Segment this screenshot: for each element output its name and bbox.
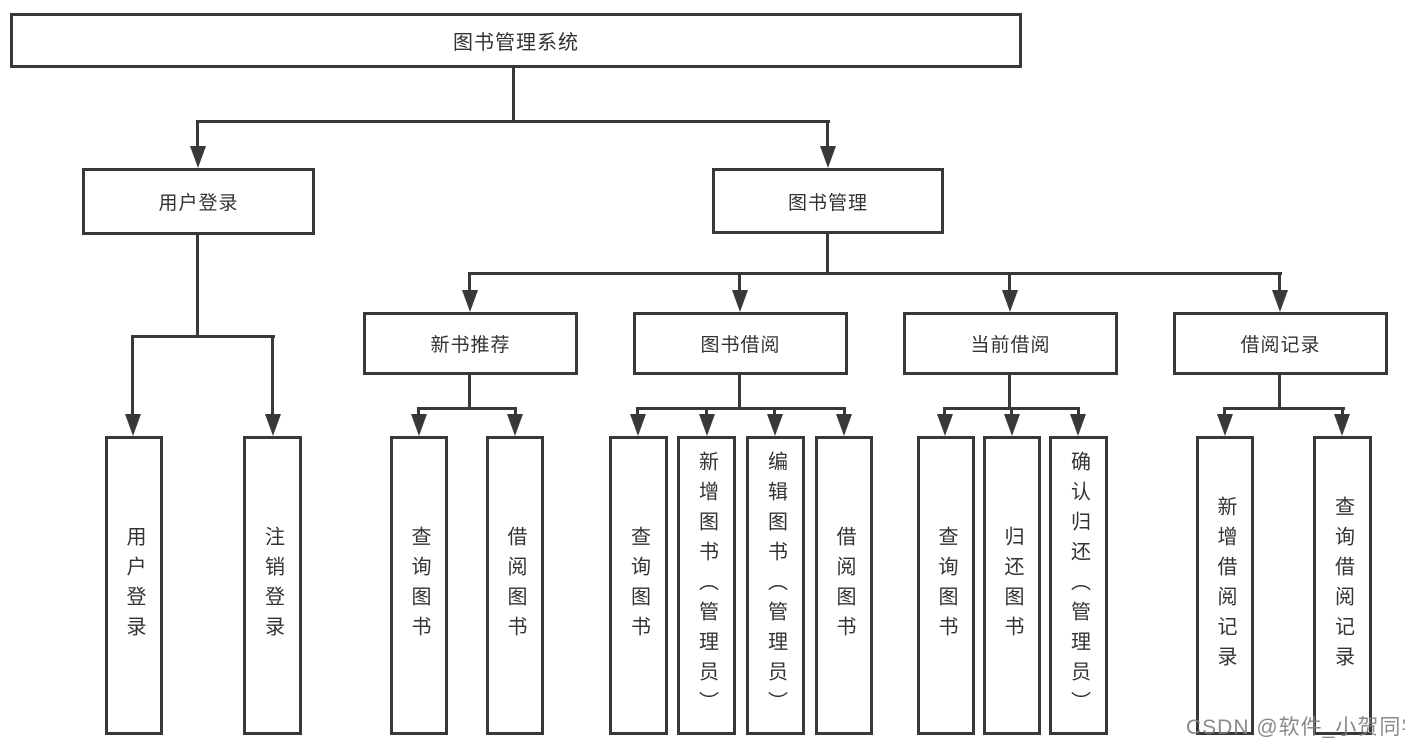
arrow-down-icon (190, 146, 206, 168)
connector-to-book-borrow (738, 272, 741, 292)
arrow-down-icon (767, 414, 783, 436)
arrow-down-icon (937, 414, 953, 436)
node-label: 当前借阅 (970, 335, 1051, 356)
connector-leaf (417, 407, 420, 416)
leaf-borrow-books: 借阅图书 (815, 436, 873, 735)
connector-to-user-login (196, 120, 199, 148)
arrow-down-icon (462, 290, 478, 312)
connector-to-leaf-logout (271, 335, 274, 416)
leaf-edit-books-admin: 编辑图书（管理员） (746, 436, 805, 735)
node-library-management-system: 图书管理系统 (10, 13, 1022, 68)
leaf-confirm-return-admin: 确认归还（管理员） (1049, 436, 1108, 735)
node-user-login: 用户登录 (82, 168, 315, 235)
leaf-query-books-recommend: 查询图书 (390, 436, 448, 735)
arrow-down-icon (1217, 414, 1233, 436)
connector-to-borrow-records (1278, 272, 1281, 292)
arrow-down-icon (1002, 290, 1018, 312)
leaf-query-books-current: 查询图书 (917, 436, 975, 735)
leaf-return-books: 归还图书 (983, 436, 1041, 735)
connector-leaf (1010, 407, 1013, 416)
arrow-down-icon (1070, 414, 1086, 436)
leaf-label: 注销登录 (261, 525, 284, 646)
connector-book-mgmt-stem (826, 234, 829, 272)
node-label: 借阅记录 (1240, 335, 1321, 356)
connector-branch-records (1223, 407, 1345, 410)
node-book-management: 图书管理 (712, 168, 944, 234)
connector-leaf (705, 407, 708, 416)
leaf-label: 查询图书 (935, 525, 957, 646)
connector-to-book-management (826, 120, 829, 148)
leaf-label: 编辑图书（管理员） (764, 450, 787, 721)
leaf-query-borrow-record: 查询借阅记录 (1313, 436, 1372, 735)
connector-to-current-borrow (1008, 272, 1011, 292)
arrow-down-icon (507, 414, 523, 436)
leaf-borrow-books-recommend: 借阅图书 (486, 436, 544, 735)
arrow-down-icon (411, 414, 427, 436)
leaf-label: 查询图书 (408, 525, 430, 646)
arrow-down-icon (1334, 414, 1350, 436)
connector-book-borrow-stem (738, 375, 741, 407)
connector-level2-branch (197, 120, 830, 123)
node-label: 图书管理 (787, 192, 868, 214)
leaf-label: 查询图书 (627, 525, 650, 646)
connector-leaf (943, 407, 946, 416)
connector-branch-book-borrow (636, 407, 846, 410)
connector-leaf (773, 407, 776, 416)
arrow-down-icon (699, 414, 715, 436)
node-borrowing-records: 借阅记录 (1173, 312, 1388, 375)
arrow-down-icon (265, 414, 281, 436)
connector-to-new-book-rec (468, 272, 471, 292)
node-current-borrowing: 当前借阅 (903, 312, 1118, 375)
leaf-user-login: 用户登录 (105, 436, 163, 735)
leaf-label: 用户登录 (123, 525, 145, 646)
leaf-logout: 注销登录 (243, 436, 302, 735)
connector-root-stem (512, 68, 515, 120)
connector-new-rec-stem (468, 375, 471, 407)
connector-level3-branch (468, 272, 1282, 275)
arrow-down-icon (836, 414, 852, 436)
connector-borrow-records-stem (1278, 375, 1281, 407)
connector-leaf (1077, 407, 1080, 416)
node-label: 新书推荐 (430, 335, 511, 356)
arrow-down-icon (630, 414, 646, 436)
leaf-label: 归还图书 (1001, 525, 1023, 646)
connector-leaf (1341, 407, 1344, 416)
arrow-down-icon (125, 414, 141, 436)
node-label: 图书借阅 (700, 335, 781, 356)
leaf-label: 查询借阅记录 (1331, 495, 1354, 676)
node-book-borrowing: 图书借阅 (633, 312, 848, 375)
leaf-label: 新增图书（管理员） (695, 450, 718, 721)
node-label: 用户登录 (158, 193, 239, 214)
arrow-down-icon (1272, 290, 1288, 312)
connector-leaf (1223, 407, 1226, 416)
connector-leaf (636, 407, 639, 416)
leaf-query-books-borrow: 查询图书 (609, 436, 668, 735)
connector-leaf (514, 407, 517, 416)
connector-leaf (843, 407, 846, 416)
leaf-label: 确认归还（管理员） (1067, 450, 1090, 721)
leaf-label: 借阅图书 (833, 525, 855, 646)
connector-to-leaf-user-login (131, 335, 134, 416)
arrow-down-icon (820, 146, 836, 168)
connector-user-login-stem (196, 235, 199, 335)
connector-user-login-branch (131, 335, 275, 338)
node-label: 图书管理系统 (453, 32, 579, 54)
leaf-label: 借阅图书 (504, 525, 526, 646)
arrow-down-icon (1004, 414, 1020, 436)
node-new-book-recommendation: 新书推荐 (363, 312, 578, 375)
arrow-down-icon (732, 290, 748, 312)
leaf-add-borrow-record: 新增借阅记录 (1196, 436, 1254, 735)
connector-branch-new-rec (417, 407, 517, 410)
leaf-label: 新增借阅记录 (1214, 495, 1236, 676)
connector-current-borrow-stem (1008, 375, 1011, 407)
csdn-watermark: CSDN @软件_小贺同学 (1186, 716, 1405, 739)
leaf-add-books-admin: 新增图书（管理员） (677, 436, 736, 735)
